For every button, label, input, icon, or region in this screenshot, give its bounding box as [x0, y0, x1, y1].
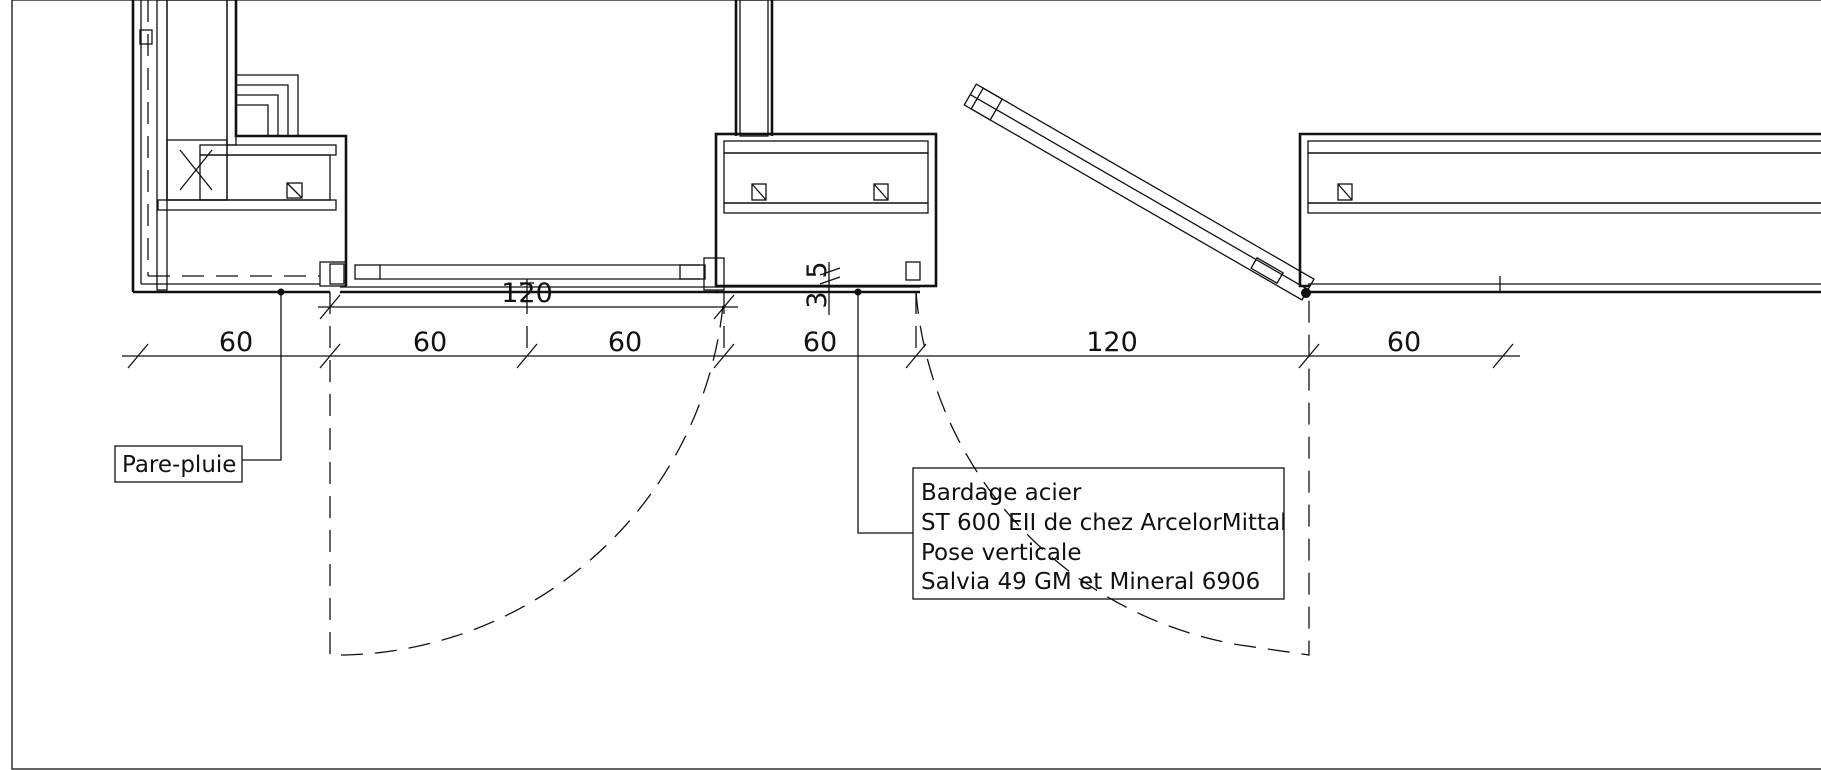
label-bardage-line3: Pose verticale	[921, 540, 1081, 566]
opening-bay-1	[319, 261, 718, 294]
dim-vertical-3: 3	[802, 291, 833, 308]
open-panel	[963, 83, 1315, 301]
dim-mid-60: 60	[803, 327, 837, 358]
label-pare-pluie: Pare-pluie	[122, 452, 236, 478]
right-wall	[1298, 132, 1821, 294]
dim-bay1-60b: 60	[608, 327, 642, 358]
dim-bay2-120: 120	[1086, 327, 1138, 358]
drawing-frame	[11, 0, 1821, 770]
dim-bay1-120: 120	[501, 278, 553, 309]
swing-arc-right	[915, 291, 1310, 656]
dimension-line-bay1	[318, 294, 738, 320]
label-bardage-line2: ST 600 EII de chez ArcelorMittal	[921, 510, 1287, 536]
dim-left-60: 60	[219, 327, 253, 358]
dim-vertical-5: 5	[802, 261, 833, 278]
swing-arc-left	[329, 292, 725, 656]
dim-right-60: 60	[1387, 327, 1421, 358]
left-corner-wall	[131, 0, 348, 294]
annotation-pare-pluie: Pare-pluie	[114, 288, 285, 483]
label-bardage-line1: Bardage acier	[921, 480, 1082, 506]
dim-bay1-60a: 60	[413, 327, 447, 358]
label-bardage-line4: Salvia 49 GM et Mineral 6906	[921, 569, 1260, 595]
central-wall	[703, 0, 938, 294]
dimension-line-vertical	[819, 262, 841, 315]
annotation-bardage: Bardage acier ST 600 EII de chez Arcelor…	[854, 288, 1287, 600]
dimension-line-main	[122, 343, 1520, 369]
